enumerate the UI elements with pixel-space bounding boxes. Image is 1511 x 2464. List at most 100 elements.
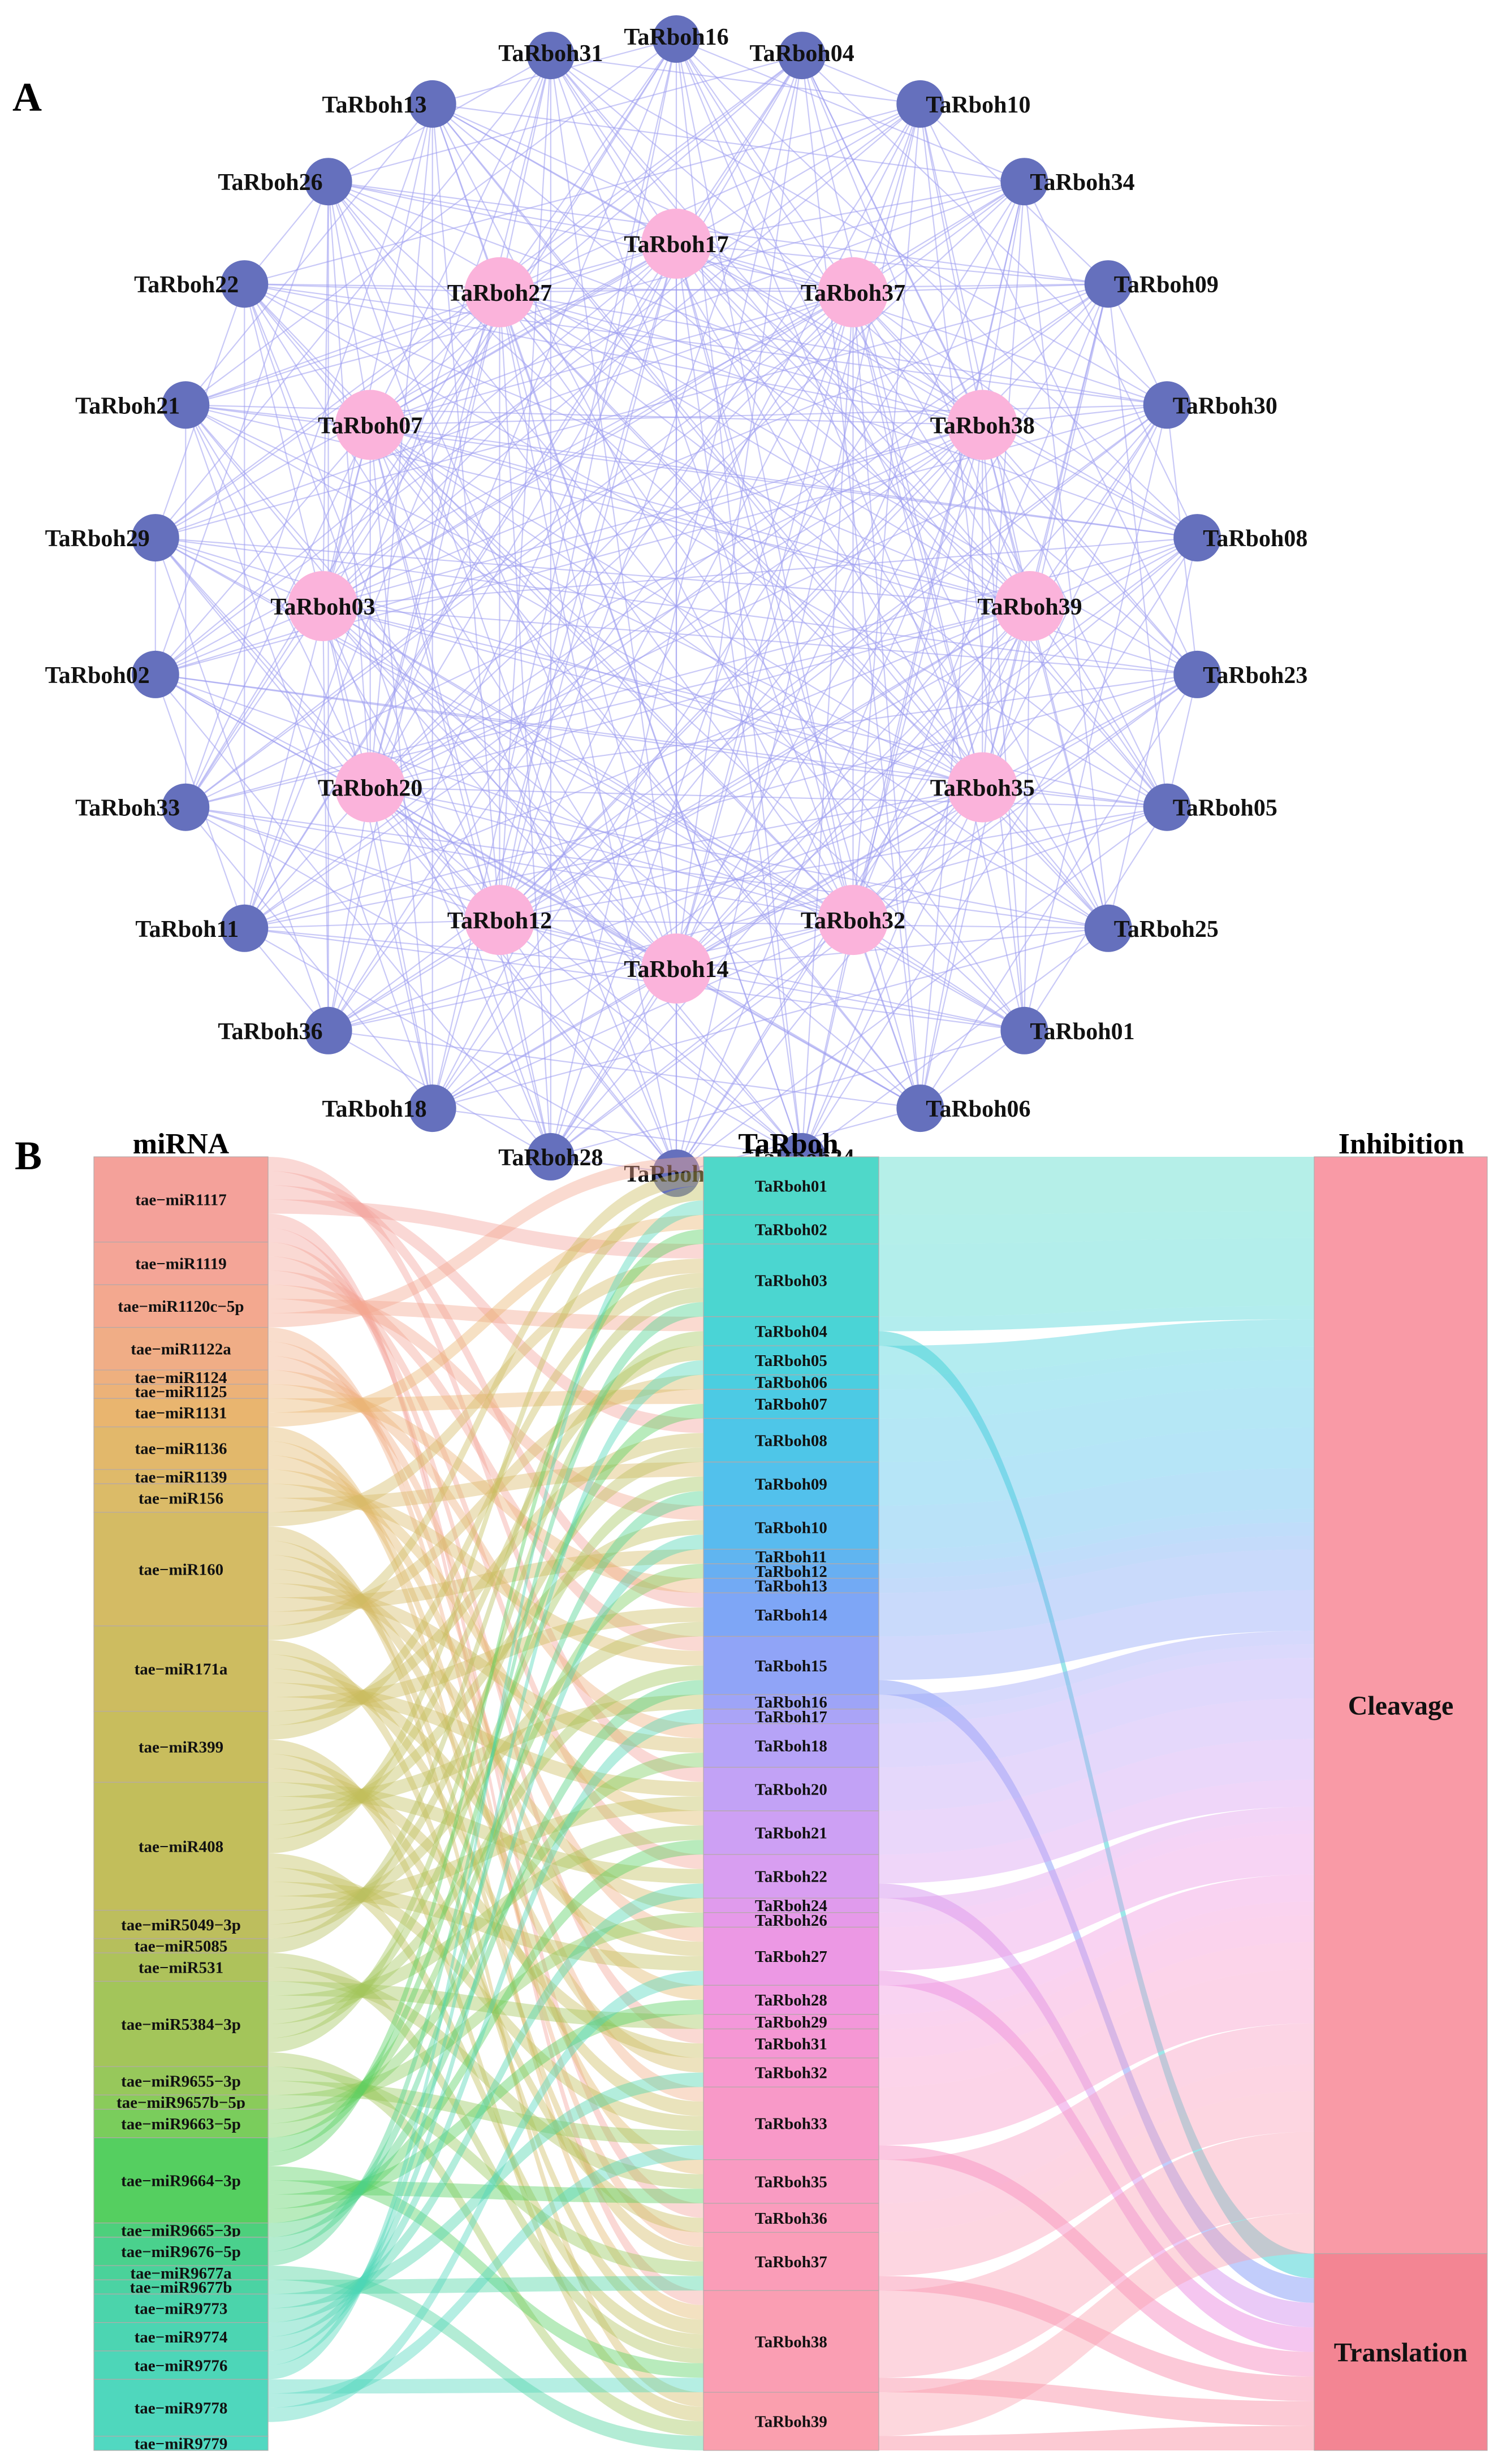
rboh-tarboh12[interactable]: TaRboh12 (703, 1563, 879, 1581)
mirna-tae-mir1131[interactable]: tae−miR1131 (93, 1398, 269, 1428)
node-tarboh27[interactable]: TaRboh27 (447, 257, 552, 327)
mirna-tae-mir9779[interactable]: tae−miR9779 (93, 2435, 269, 2453)
rboh-tarboh28[interactable]: TaRboh28 (703, 1985, 879, 2015)
mirna-tae-mir1124[interactable]: tae−miR1124 (93, 1369, 269, 1387)
rboh-tarboh35[interactable]: TaRboh35 (703, 2159, 879, 2204)
node-tarboh20[interactable]: TaRboh20 (318, 752, 422, 823)
node-tarboh11[interactable]: TaRboh11 (135, 904, 269, 952)
inhibition-cleavage[interactable]: Cleavage (1314, 1156, 1488, 2254)
mirna-tae-mir5049-3p[interactable]: tae−miR5049−3p (93, 1910, 269, 1939)
node-tarboh36[interactable]: TaRboh36 (218, 1006, 352, 1054)
node-tarboh03[interactable]: TaRboh03 (270, 571, 375, 641)
mirna-tae-mir9676-5p[interactable]: tae−miR9676−5p (93, 2237, 269, 2266)
node-tarboh30[interactable]: TaRboh30 (1143, 381, 1277, 429)
rboh-tarboh17[interactable]: TaRboh17 (703, 1708, 879, 1726)
rboh-tarboh13[interactable]: TaRboh13 (703, 1577, 879, 1596)
node-tarboh05[interactable]: TaRboh05 (1143, 783, 1277, 831)
node-tarboh39[interactable]: TaRboh39 (977, 571, 1082, 641)
mirna-tae-mir156[interactable]: tae−miR156 (93, 1483, 269, 1513)
mirna-tae-mir1119[interactable]: tae−miR1119 (93, 1242, 269, 1285)
mirna-tae-mir160[interactable]: tae−miR160 (93, 1512, 269, 1627)
node-tarboh28[interactable]: TaRboh28 (498, 1132, 603, 1181)
node-tarboh26[interactable]: TaRboh26 (218, 158, 352, 206)
mirna-tae-mir408[interactable]: tae−miR408 (93, 1782, 269, 1911)
mirna-tae-mir399[interactable]: tae−miR399 (93, 1711, 269, 1783)
node-tarboh31[interactable]: TaRboh31 (498, 32, 603, 80)
rboh-tarboh27[interactable]: TaRboh27 (703, 1926, 879, 1986)
mirna-tae-mir1139[interactable]: tae−miR1139 (93, 1468, 269, 1486)
mirna-tae-mir1125[interactable]: tae−miR1125 (93, 1383, 269, 1401)
node-tarboh09[interactable]: TaRboh09 (1084, 260, 1219, 308)
mirna-tae-mir1136[interactable]: tae−miR1136 (93, 1426, 269, 1470)
node-tarboh04[interactable]: TaRboh04 (749, 32, 854, 80)
rboh-tarboh36[interactable]: TaRboh36 (703, 2203, 879, 2233)
rboh-tarboh07[interactable]: TaRboh07 (703, 1389, 879, 1419)
rboh-tarboh21[interactable]: TaRboh21 (703, 1810, 879, 1855)
rboh-tarboh39[interactable]: TaRboh39 (703, 2392, 879, 2451)
mirna-tae-mir9665-3p[interactable]: tae−miR9665−3p (93, 2221, 269, 2240)
node-tarboh34[interactable]: TaRboh34 (1000, 158, 1135, 206)
node-tarboh33[interactable]: TaRboh33 (75, 783, 210, 831)
rboh-tarboh05[interactable]: TaRboh05 (703, 1345, 879, 1376)
node-tarboh17[interactable]: TaRboh17 (624, 209, 729, 279)
mirna-tae-mir1117[interactable]: tae−miR1117 (93, 1156, 269, 1243)
mirna-tae-mir1122a[interactable]: tae−miR1122a (93, 1327, 269, 1371)
rboh-tarboh01[interactable]: TaRboh01 (703, 1156, 879, 1216)
node-tarboh14[interactable]: TaRboh14 (624, 933, 729, 1004)
mirna-tae-mir9655-3p[interactable]: tae−miR9655−3p (93, 2066, 269, 2096)
node-tarboh35[interactable]: TaRboh35 (930, 752, 1035, 823)
rboh-tarboh18[interactable]: TaRboh18 (703, 1723, 879, 1768)
rboh-tarboh24[interactable]: TaRboh24 (703, 1897, 879, 1915)
rboh-tarboh08[interactable]: TaRboh08 (703, 1418, 879, 1463)
rboh-tarboh06[interactable]: TaRboh06 (703, 1374, 879, 1392)
rboh-tarboh10[interactable]: TaRboh10 (703, 1505, 879, 1550)
mirna-tae-mir9664-3p[interactable]: tae−miR9664−3p (93, 2137, 269, 2224)
rboh-tarboh37[interactable]: TaRboh37 (703, 2232, 879, 2291)
node-tarboh32[interactable]: TaRboh32 (801, 885, 905, 956)
node-tarboh18[interactable]: TaRboh18 (322, 1084, 456, 1132)
mirna-tae-mir9657b-5p[interactable]: tae−miR9657b−5p (93, 2094, 269, 2112)
mirna-tae-mir9663-5p[interactable]: tae−miR9663−5p (93, 2109, 269, 2138)
rboh-tarboh16[interactable]: TaRboh16 (703, 1693, 879, 1711)
mirna-tae-mir9778[interactable]: tae−miR9778 (93, 2379, 269, 2437)
node-tarboh16[interactable]: TaRboh16 (624, 15, 729, 63)
mirna-tae-mir9677a[interactable]: tae−miR9677a (93, 2264, 269, 2283)
node-tarboh13[interactable]: TaRboh13 (322, 80, 456, 128)
rboh-tarboh15[interactable]: TaRboh15 (703, 1636, 879, 1695)
rboh-tarboh29[interactable]: TaRboh29 (703, 2013, 879, 2031)
mirna-tae-mir5384-3p[interactable]: tae−miR5384−3p (93, 1981, 269, 2067)
rboh-tarboh02[interactable]: TaRboh02 (703, 1214, 879, 1244)
node-tarboh21[interactable]: TaRboh21 (75, 381, 210, 429)
rboh-tarboh04[interactable]: TaRboh04 (703, 1316, 879, 1346)
node-tarboh25[interactable]: TaRboh25 (1084, 904, 1219, 952)
node-tarboh01[interactable]: TaRboh01 (1000, 1006, 1135, 1054)
node-tarboh02[interactable]: TaRboh02 (45, 650, 179, 698)
rboh-tarboh26[interactable]: TaRboh26 (703, 1912, 879, 1930)
node-tarboh10[interactable]: TaRboh10 (896, 80, 1031, 128)
mirna-tae-mir9776[interactable]: tae−miR9776 (93, 2350, 269, 2380)
rboh-tarboh38[interactable]: TaRboh38 (703, 2290, 879, 2393)
rboh-tarboh33[interactable]: TaRboh33 (703, 2086, 879, 2160)
mirna-tae-mir171a[interactable]: tae−miR171a (93, 1626, 269, 1712)
node-tarboh29[interactable]: TaRboh29 (45, 514, 179, 562)
mirna-tae-mir9773[interactable]: tae−miR9773 (93, 2293, 269, 2323)
node-tarboh37[interactable]: TaRboh37 (801, 257, 905, 327)
inhibition-translation[interactable]: Translation (1314, 2253, 1488, 2451)
mirna-tae-mir1120c-5p[interactable]: tae−miR1120c−5p (93, 1284, 269, 1328)
rboh-tarboh03[interactable]: TaRboh03 (703, 1243, 879, 1317)
rboh-tarboh31[interactable]: TaRboh31 (703, 2028, 879, 2059)
node-tarboh07[interactable]: TaRboh07 (318, 390, 422, 460)
rboh-tarboh22[interactable]: TaRboh22 (703, 1854, 879, 1899)
rboh-tarboh14[interactable]: TaRboh14 (703, 1592, 879, 1637)
rboh-tarboh09[interactable]: TaRboh09 (703, 1462, 879, 1506)
node-tarboh22[interactable]: TaRboh22 (134, 260, 269, 308)
node-tarboh38[interactable]: TaRboh38 (930, 390, 1035, 460)
mirna-tae-mir531[interactable]: tae−miR531 (93, 1952, 269, 1982)
mirna-tae-mir9677b[interactable]: tae−miR9677b (93, 2279, 269, 2297)
rboh-tarboh32[interactable]: TaRboh32 (703, 2057, 879, 2087)
node-tarboh12[interactable]: TaRboh12 (447, 885, 552, 956)
node-tarboh08[interactable]: TaRboh08 (1173, 514, 1307, 562)
node-tarboh23[interactable]: TaRboh23 (1173, 650, 1307, 698)
node-tarboh06[interactable]: TaRboh06 (896, 1084, 1031, 1132)
mirna-tae-mir9774[interactable]: tae−miR9774 (93, 2322, 269, 2351)
